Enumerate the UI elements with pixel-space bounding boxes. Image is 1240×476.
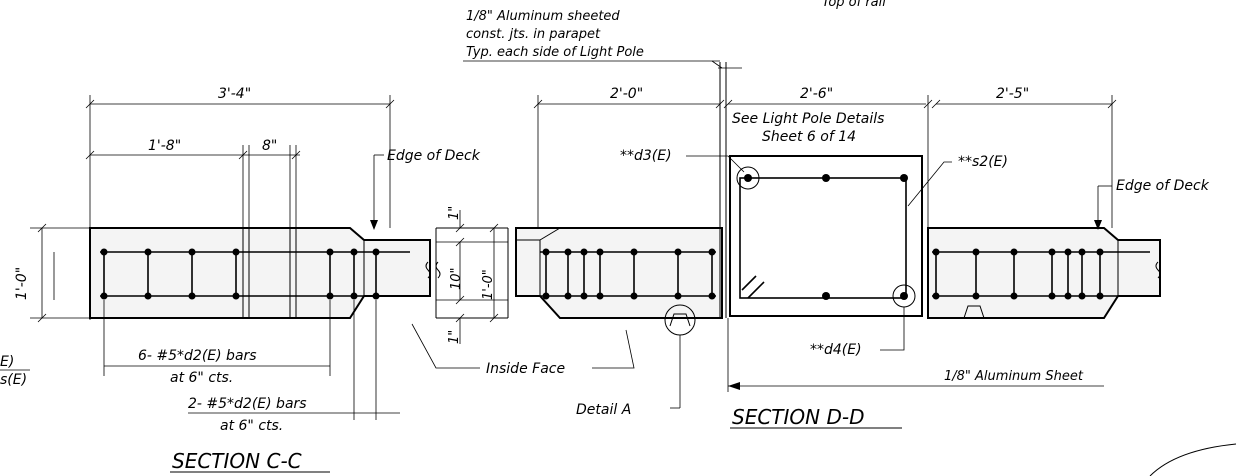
dim-2ft5in: 2'-5" (996, 86, 1029, 102)
left-cut-1: E) (0, 354, 14, 370)
dim-1in-top: 1" (447, 206, 462, 220)
detail-a-label: Detail A (576, 402, 631, 418)
d4-label: **d4(E) (810, 342, 862, 358)
bars-note-2-line1: 2- #5*d2(E) bars (188, 396, 307, 412)
dim-8in: 8" (262, 138, 277, 154)
dim-10in: 10" (449, 267, 464, 290)
edge-of-deck-d: Edge of Deck (1116, 178, 1210, 194)
pole-note-1: See Light Pole Details (732, 111, 884, 127)
dim-2ft: 2'-0" (610, 86, 643, 102)
dim-3ft4in: 3'-4" (218, 86, 251, 102)
dim-1ft: 1'-0" (481, 269, 496, 300)
light-pole-base (729, 155, 923, 317)
inside-face-label: Inside Face (486, 361, 565, 377)
dim-2ft6in: 2'-6" (800, 86, 833, 102)
dim-1in-bottom: 1" (447, 330, 462, 344)
aluminum-sheet-label: 1/8" Aluminum Sheet (944, 369, 1084, 384)
sheet-note-line1: 1/8" Aluminum sheeted (466, 9, 620, 24)
rebar-light-pole (744, 174, 908, 300)
left-cut-2: s(E) (0, 372, 27, 388)
section-d-title: SECTION D-D (732, 405, 865, 429)
dim-1ft8in: 1'-8" (148, 138, 181, 154)
parapet-segment-2 (515, 227, 723, 319)
height-dim-c: 1'-0" (14, 267, 30, 300)
section-c-title: SECTION C-C (172, 449, 302, 473)
rebar-c (100, 248, 380, 300)
parapet-segment-3 (927, 227, 1161, 319)
bars-note-1-line1: 6- #5*d2(E) bars (138, 348, 257, 364)
pole-note-2: Sheet 6 of 14 (762, 129, 856, 145)
sheet-note-line2: const. jts. in parapet (466, 27, 601, 42)
bars-note-2-line2: at 6" cts. (220, 418, 283, 434)
rebar-segment-3 (932, 248, 1104, 300)
edge-of-deck-c: Edge of Deck (387, 148, 481, 164)
bars-note-1-line2: at 6" cts. (170, 370, 233, 386)
s2-label: **s2(E) (958, 154, 1008, 170)
d3-label: **d3(E) (620, 148, 672, 164)
partial-detail-circle (1149, 443, 1237, 476)
parapet-c-body (89, 227, 431, 319)
top-rail-note: Top of rail (822, 0, 886, 10)
sheet-note-line3: Typ. each side of Light Pole (466, 45, 644, 60)
rebar-segment-2 (542, 248, 716, 300)
